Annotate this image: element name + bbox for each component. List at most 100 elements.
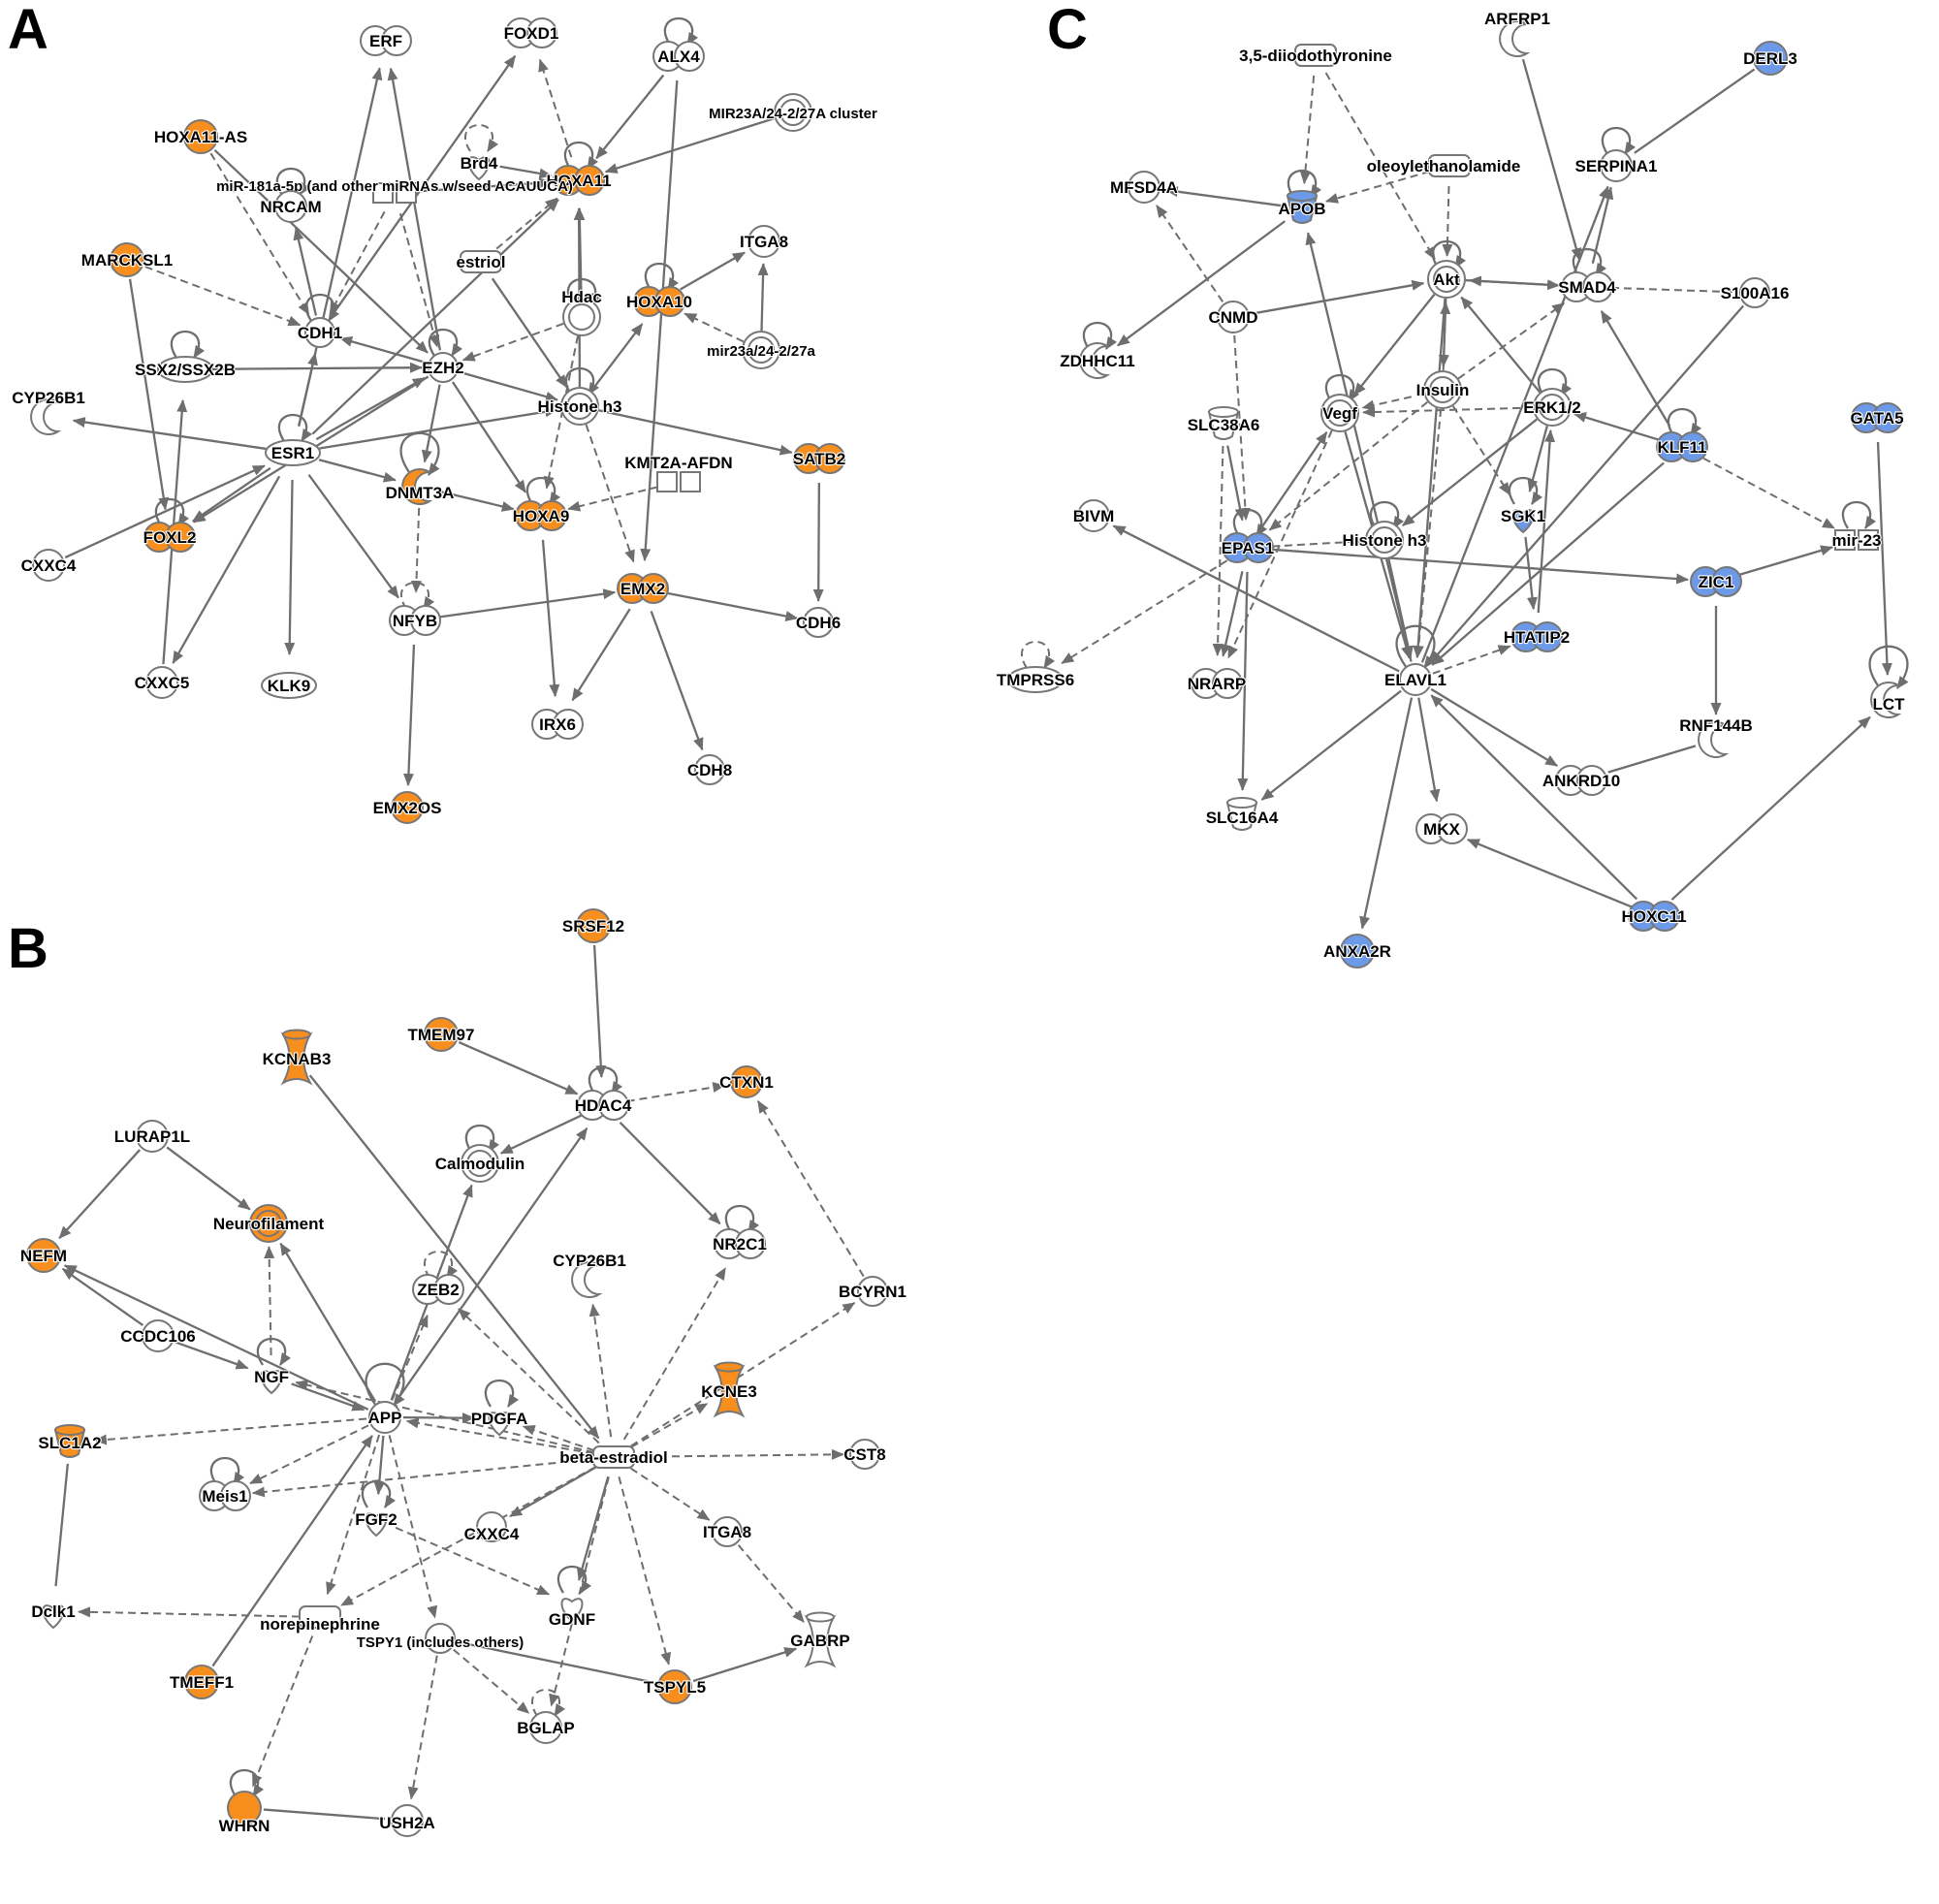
node-fgf2[interactable]: FGF2 [354,1509,398,1538]
node-arfrp1[interactable]: ARFRP1 [1483,9,1551,57]
node-mfsd4a[interactable]: MFSD4A [1109,171,1179,204]
node-diiodothyronine[interactable]: 3,5-diiodothyronine [1238,44,1393,67]
node-ezh2[interactable]: EZH2 [421,352,465,383]
node-nr2c1[interactable]: NR2C1 [712,1228,768,1259]
node-app[interactable]: APP [366,1401,403,1434]
node-hoxc11[interactable]: HOXC11 [1620,901,1688,932]
node-brd4[interactable]: Brd4 [460,153,499,181]
node-esr1[interactable]: ESR1 [265,439,321,466]
node-apob[interactable]: APOB [1277,190,1327,224]
node-satb2[interactable]: SATB2 [792,443,846,474]
node-hdac[interactable]: Hdac [560,287,603,336]
node-bivm[interactable]: BIVM [1072,499,1115,532]
node-tmprss6[interactable]: TMPRSS6 [996,666,1075,693]
node-cyp26b1[interactable]: CYP26B1 [11,388,86,435]
node-emx2os[interactable]: EMX2OS [371,791,443,824]
node-hoxa9[interactable]: HOXA9 [512,500,570,531]
node-oleoylethanolamide[interactable]: oleoylethanolamide [1366,154,1521,177]
node-lurap1l[interactable]: LURAP1L [113,1120,191,1153]
node-dnmt3a[interactable]: DNMT3A [384,468,456,505]
node-whrn[interactable]: WHRN [217,1791,271,1836]
node-epas1[interactable]: EPAS1 [1221,532,1275,563]
node-nrarp[interactable]: NRARP [1187,668,1247,699]
node-gdnf[interactable]: GDNF [548,1598,596,1630]
node-cxxc5[interactable]: CXXC5 [134,666,190,699]
node-mir23a[interactable]: mir23a/24-2/27a [706,331,817,369]
node-hoxa11-as[interactable]: HOXA11-AS [153,119,248,154]
node-itga8[interactable]: ITGA8 [739,225,789,258]
node-mir23a-cluster[interactable]: MIR23A/24-2/27A cluster [708,93,878,132]
node-hoxa11[interactable]: HOXA11 [545,165,613,196]
node-cyp26b1[interactable]: CYP26B1 [552,1251,627,1298]
node-zeb2[interactable]: ZEB2 [412,1274,464,1305]
node-cdh1[interactable]: CDH1 [297,317,343,348]
node-norepinephrine[interactable]: norepinephrine [259,1605,381,1634]
node-zdhhc11[interactable]: ZDHHC11 [1059,342,1136,379]
node-tspy1[interactable]: TSPY1 (includes others) [356,1623,524,1654]
node-erf[interactable]: ERF [360,25,412,56]
node-hdac4[interactable]: HDAC4 [574,1090,633,1121]
node-insulin[interactable]: Insulin [1415,370,1470,409]
node-dclk1[interactable]: Dclk1 [30,1602,77,1630]
node-anxa2r[interactable]: ANXA2R [1322,934,1392,968]
node-tmem97[interactable]: TMEM97 [406,1017,476,1052]
node-gata5[interactable]: GATA5 [1849,402,1905,433]
node-kcnab3[interactable]: KCNAB3 [261,1029,333,1086]
node-lct[interactable]: LCT [1870,682,1906,718]
node-cxxc4[interactable]: CXXC4 [463,1511,521,1544]
node-slc1a2[interactable]: SLC1A2 [37,1424,103,1458]
node-zic1[interactable]: ZIC1 [1690,566,1742,597]
node-calmodulin[interactable]: Calmodulin [434,1144,525,1183]
node-irx6[interactable]: IRX6 [531,709,584,740]
node-srsf12[interactable]: SRSF12 [561,908,625,943]
node-gabrp[interactable]: GABRP [789,1611,851,1668]
node-vegf[interactable]: Vegf [1320,394,1359,432]
node-cnmd[interactable]: CNMD [1207,301,1259,333]
node-beta-estradiol[interactable]: beta-estradiol [558,1445,669,1469]
node-cdh8[interactable]: CDH8 [686,754,733,785]
node-cst8[interactable]: CST8 [842,1439,887,1470]
node-kmt2a-afdn[interactable]: KMT2A-AFDN [623,453,734,492]
node-nefm[interactable]: NEFM [19,1238,68,1273]
node-slc38a6[interactable]: SLC38A6 [1187,406,1260,440]
node-nfyb[interactable]: NFYB [389,605,441,636]
node-derl3[interactable]: DERL3 [1742,41,1798,76]
node-alx4[interactable]: ALX4 [652,41,705,72]
node-ngf[interactable]: NGF [253,1367,290,1395]
node-klk9[interactable]: KLK9 [261,672,317,699]
node-histone-h3[interactable]: Histone h3 [1341,521,1428,559]
node-ccdc106[interactable]: CCDC106 [119,1319,197,1352]
node-marcksl1[interactable]: MARCKSL1 [80,242,174,277]
node-bglap[interactable]: BGLAP [516,1711,576,1744]
node-sgk1[interactable]: SGK1 [1500,506,1546,534]
node-itga8[interactable]: ITGA8 [702,1516,752,1547]
node-serpina1[interactable]: SERPINA1 [1573,149,1659,182]
node-nrcam[interactable]: NRCAM [259,190,323,223]
node-tspyl5[interactable]: TSPYL5 [643,1669,707,1704]
node-hoxa10[interactable]: HOXA10 [625,286,693,317]
node-elavl1[interactable]: ELAVL1 [1383,663,1447,696]
node-emx2[interactable]: EMX2 [617,573,669,604]
node-ssx2[interactable]: SSX2/SSX2B [134,356,237,383]
node-mir-23[interactable]: mir-23 [1830,529,1883,551]
node-mir181[interactable]: miR-181a-5p (and other miRNAs w/seed ACA… [215,177,574,204]
node-cdh6[interactable]: CDH6 [795,607,842,638]
node-estriol[interactable]: estriol [455,250,507,273]
node-htatip2[interactable]: HTATIP2 [1503,621,1571,652]
node-pdgfa[interactable]: PDGFA [470,1409,528,1437]
node-klf11[interactable]: KLF11 [1656,431,1708,462]
node-ush2a[interactable]: USH2A [378,1804,436,1837]
node-histone-h3[interactable]: Histone h3 [536,387,623,426]
node-slc16a4[interactable]: SLC16A4 [1205,797,1280,831]
node-bcyrn1[interactable]: BCYRN1 [838,1276,907,1307]
node-ctxn1[interactable]: CTXN1 [718,1065,775,1098]
node-ankrd10[interactable]: ANKRD10 [1542,765,1621,796]
node-cxxc4[interactable]: CXXC4 [20,549,78,582]
node-akt[interactable]: Akt [1427,260,1466,299]
node-tmeff1[interactable]: TMEFF1 [169,1665,235,1699]
node-s100a16[interactable]: S100A16 [1719,277,1791,308]
node-foxl2[interactable]: FOXL2 [143,522,197,553]
node-rnf144b[interactable]: RNF144B [1678,715,1754,758]
node-neurofilament[interactable]: Neurofilament [212,1204,326,1243]
node-meis1[interactable]: Meis1 [199,1480,251,1511]
